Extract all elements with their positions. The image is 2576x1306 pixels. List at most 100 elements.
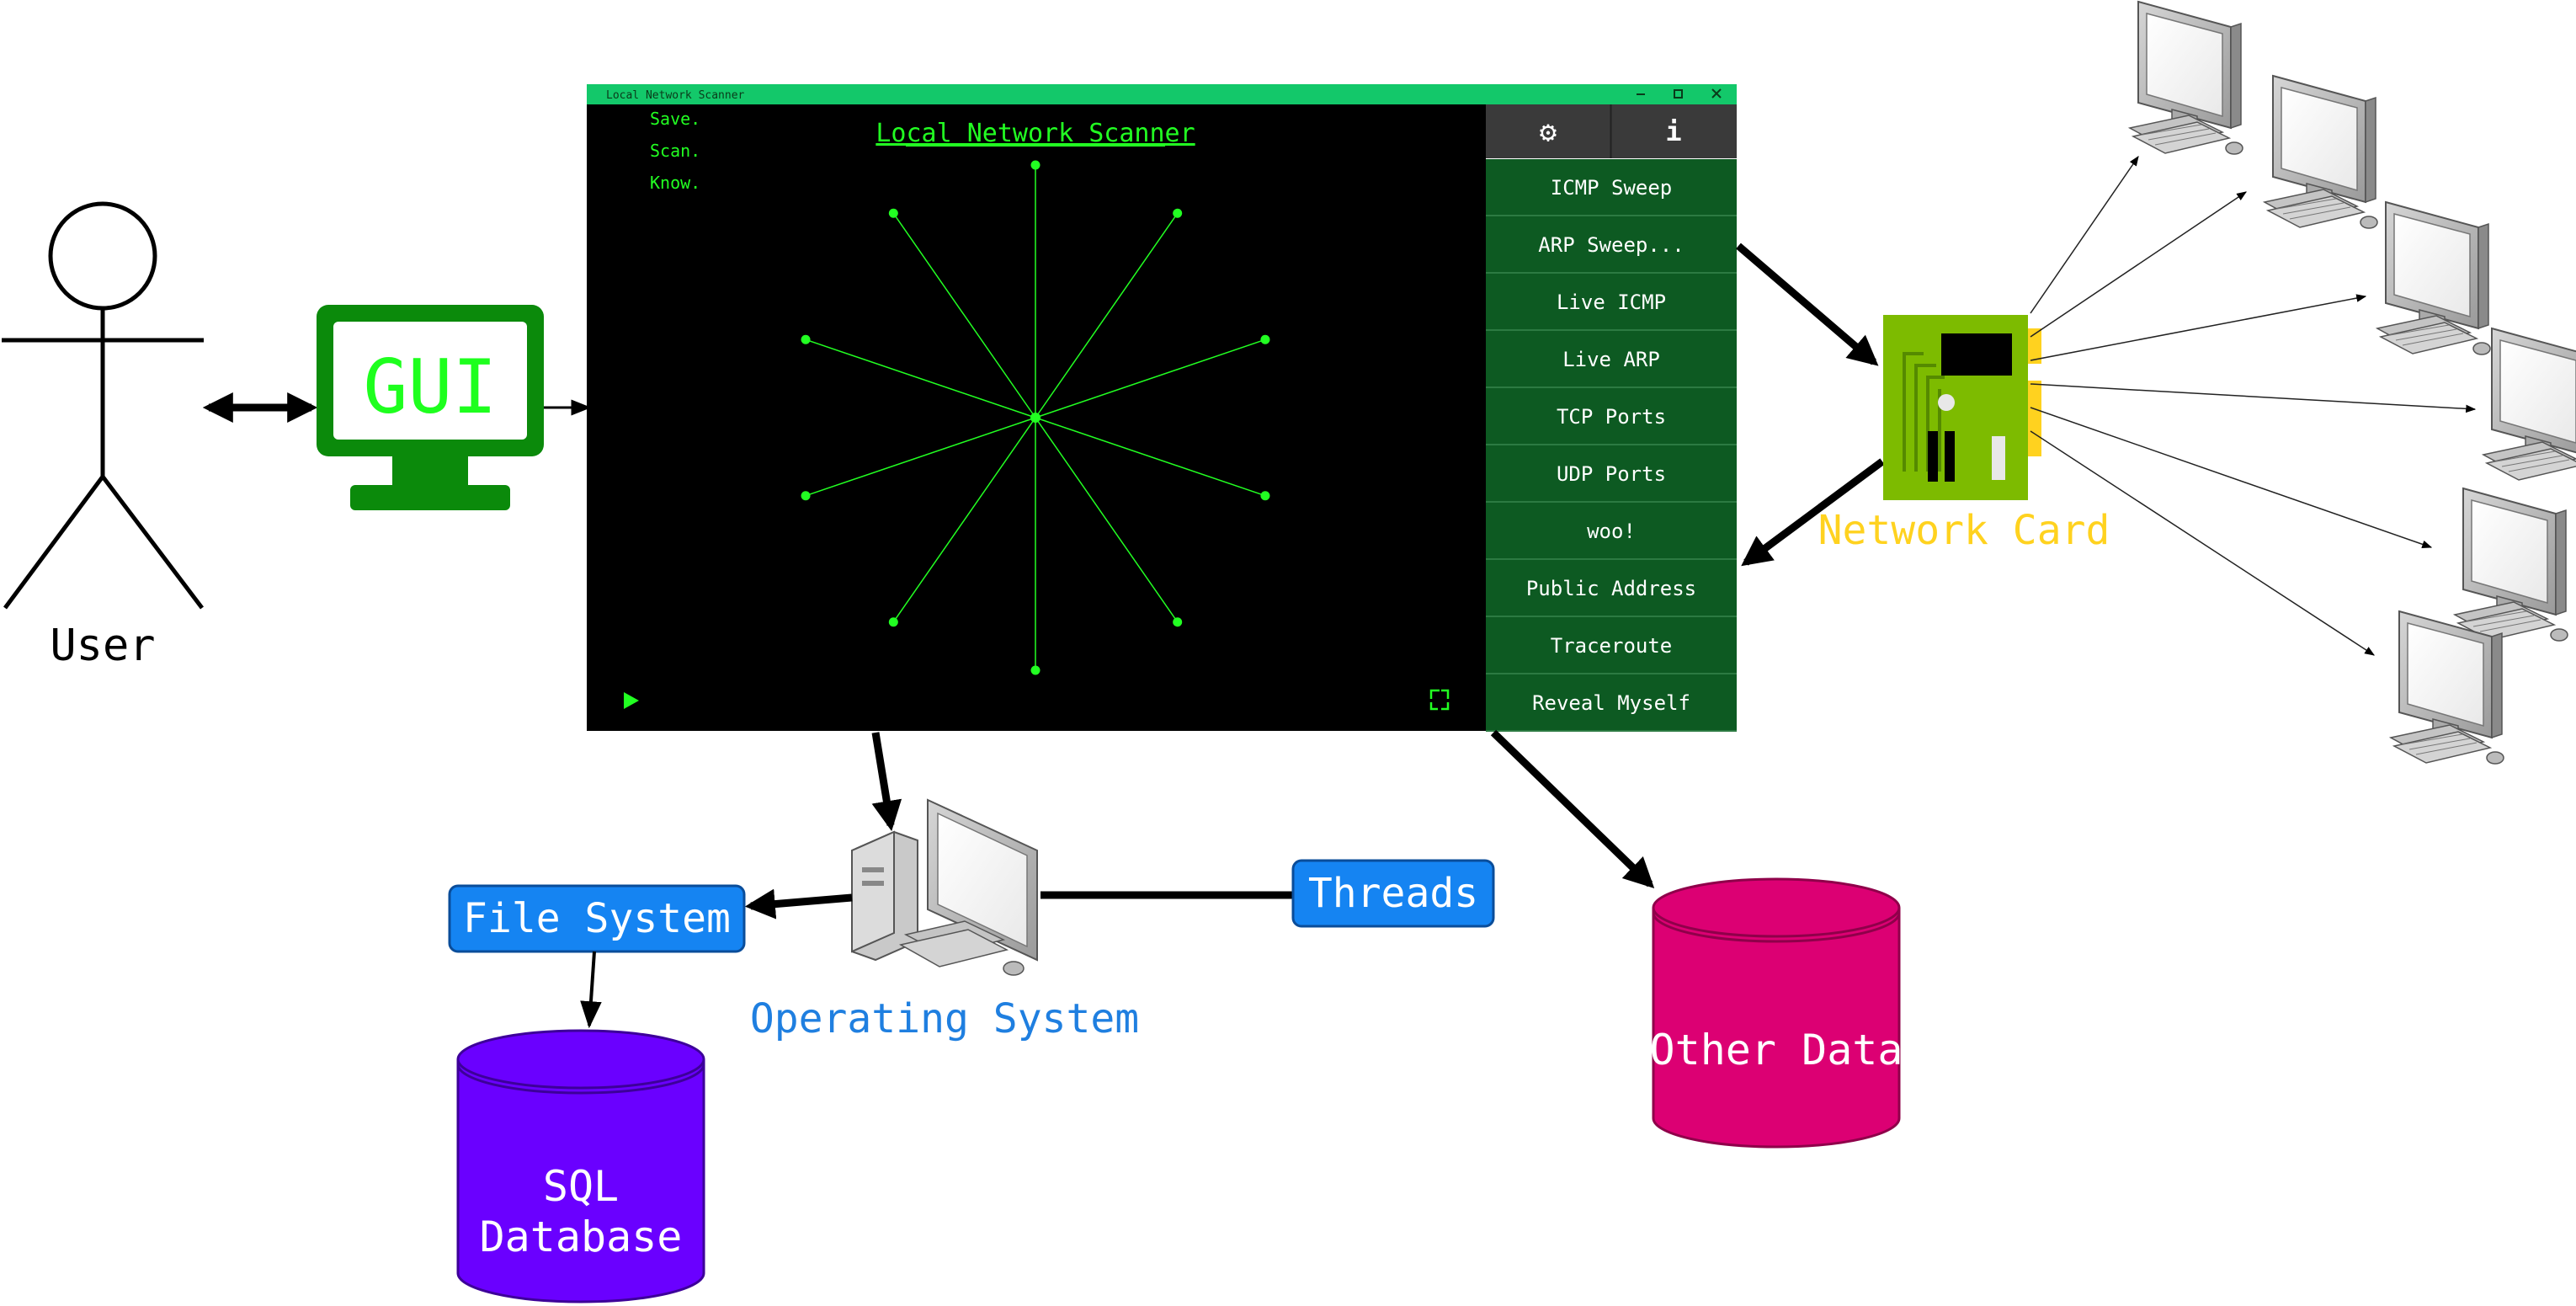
threads-label: Threads: [1308, 870, 1478, 917]
menu-item-label: UDP Ports: [1557, 462, 1666, 486]
remote-computers: [2129, 1, 2576, 765]
remote-links: [2030, 156, 2477, 656]
menu-item-label: TCP Ports: [1557, 405, 1666, 429]
menu-item-arp-sweep[interactable]: ARP Sweep...: [1486, 216, 1737, 274]
sql-database-line2: Database: [480, 1213, 683, 1261]
radar-node[interactable]: [1260, 491, 1270, 501]
remote-computer-icon: [2376, 201, 2491, 355]
os-to-filesystem-arrow: [744, 888, 853, 920]
user-right-leg: [101, 475, 204, 610]
operating-system: Operating System: [750, 798, 1139, 1042]
network-card: Network Card: [1818, 315, 2110, 554]
menu-item-traceroute[interactable]: Traceroute: [1486, 617, 1737, 674]
menu-item-icmp-sweep[interactable]: ICMP Sweep: [1486, 159, 1737, 216]
menu-item-label: Traceroute: [1551, 634, 1673, 658]
nic-connector-b: [1945, 431, 1955, 482]
app-window: Local Network Scanner Save. Scan. Know. …: [587, 84, 1737, 732]
radar-spoke: [1035, 417, 1266, 497]
menu-item-bg[interactable]: [1486, 331, 1737, 386]
other-data: Other Data: [1649, 877, 1903, 1149]
filesystem-to-sql-arrow: [580, 951, 602, 1029]
nic-bracket-top: [2028, 328, 2041, 364]
radar-node[interactable]: [801, 334, 811, 344]
window-title: Local Network Scanner: [606, 89, 745, 102]
remote-link: [2030, 191, 2247, 338]
nic-to-window-arrow: [1741, 458, 1885, 567]
nic-led: [1938, 394, 1955, 411]
menu-item-tcp-ports[interactable]: TCP Ports: [1486, 388, 1737, 445]
menu-item-label: Public Address: [1526, 577, 1696, 600]
radar-node[interactable]: [888, 617, 898, 627]
menu-item-udp-ports[interactable]: UDP Ports: [1486, 445, 1737, 503]
menu-item-live-icmp[interactable]: Live ICMP: [1486, 274, 1737, 331]
info-icon[interactable]: i: [1665, 115, 1681, 147]
fullscreen-icon[interactable]: [1429, 689, 1450, 711]
menu-item-label: ICMP Sweep: [1551, 176, 1673, 200]
menu-item-bg[interactable]: [1486, 617, 1737, 673]
remote-link: [2030, 156, 2139, 314]
menu-item-public-address[interactable]: Public Address: [1486, 560, 1737, 617]
menu-item-bg[interactable]: [1486, 388, 1737, 444]
user-head: [48, 201, 157, 311]
radar-node[interactable]: [1260, 334, 1270, 344]
file-system-label: File System: [463, 895, 731, 942]
nic-chip: [1941, 333, 2012, 376]
close-icon[interactable]: [1711, 88, 1722, 99]
menu-item-bg[interactable]: [1486, 560, 1737, 616]
radar-spoke: [805, 338, 1036, 418]
radar-spoke: [1035, 338, 1266, 418]
toolbar-info[interactable]: [1611, 104, 1737, 158]
file-system-box: File System: [448, 884, 746, 953]
remote-computer-icon: [2264, 75, 2378, 229]
menu-item-bg[interactable]: [1486, 274, 1737, 329]
toolbar-settings[interactable]: [1486, 104, 1610, 158]
remote-computer-icon: [2483, 328, 2576, 482]
radar-spoke: [892, 212, 1036, 418]
menu-item-bg[interactable]: [1486, 503, 1737, 558]
radar-node[interactable]: [1030, 160, 1041, 170]
menu-item-reveal-myself[interactable]: Reveal Myself: [1486, 674, 1737, 732]
radar-node[interactable]: [888, 208, 898, 218]
other-data-label: Other Data: [1649, 1026, 1903, 1074]
radar-spoke: [892, 417, 1036, 623]
nic-connector-a: [1928, 431, 1938, 482]
menu-item-bg[interactable]: [1486, 674, 1737, 730]
play-icon[interactable]: [624, 692, 639, 709]
threads-box: Threads: [1291, 859, 1495, 928]
remote-link: [2030, 407, 2433, 548]
gui-monitor-neck: [392, 456, 468, 487]
radar-node[interactable]: [801, 491, 811, 501]
radar-graph: [801, 160, 1270, 675]
restore-icon[interactable]: [1674, 89, 1683, 99]
menu-item-woo[interactable]: woo!: [1486, 503, 1737, 560]
slogan-save: Save.: [650, 109, 700, 129]
remote-link: [2030, 383, 2477, 413]
gui-monitor-screen: [333, 322, 527, 440]
app-heading: Local Network Scanner: [876, 119, 1195, 148]
operating-system-label: Operating System: [750, 995, 1139, 1042]
radar-node[interactable]: [1173, 617, 1183, 627]
os-computer-icon: [851, 798, 1038, 976]
user-label: User: [50, 621, 155, 671]
nic-connector-c: [1992, 436, 2005, 480]
window-to-os-arrow: [871, 732, 902, 832]
menu-item-label: Live ARP: [1562, 348, 1660, 371]
menu-item-bg[interactable]: [1486, 159, 1737, 215]
slogan-scan: Scan.: [650, 141, 700, 161]
nic-bracket-bottom: [2028, 381, 2041, 456]
radar-spoke: [1035, 212, 1179, 418]
remote-computer-icon: [2129, 1, 2243, 155]
menu-item-label: Live ICMP: [1557, 291, 1666, 314]
menu-item-bg[interactable]: [1486, 445, 1737, 501]
radar-node[interactable]: [1030, 665, 1041, 675]
radar-node[interactable]: [1173, 208, 1183, 218]
menu-item-label: ARP Sweep...: [1538, 233, 1684, 257]
menu-item-bg[interactable]: [1486, 216, 1737, 272]
slogan-know: Know.: [650, 173, 700, 193]
user-actor: User: [2, 201, 204, 671]
menu-item-live-arp[interactable]: Live ARP: [1486, 331, 1737, 388]
settings-icon[interactable]: ⚙: [1540, 115, 1557, 149]
window-to-nic-arrow: [1736, 243, 1879, 366]
